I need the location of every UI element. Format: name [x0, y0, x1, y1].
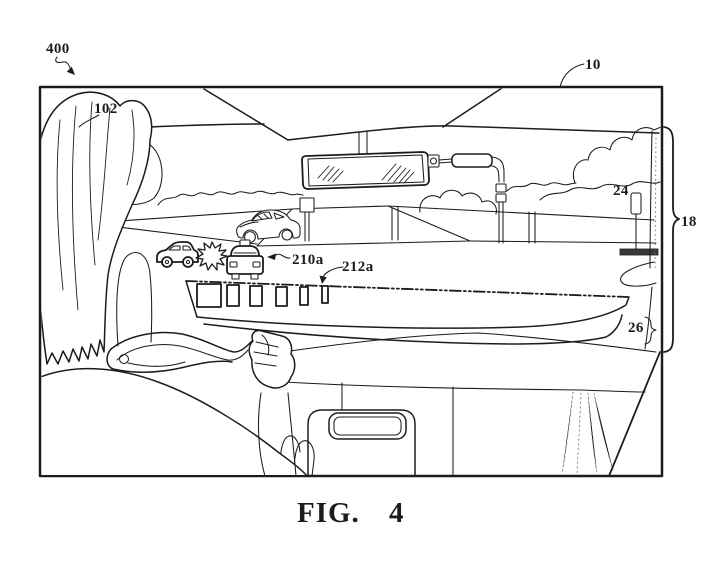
camera-housing — [451, 153, 493, 168]
signal-base — [619, 248, 659, 256]
reference-annotations: 400 10 102 24 18 26 210a 212a — [46, 41, 697, 353]
road-sign — [299, 197, 315, 242]
hud-segment-bar — [196, 283, 329, 308]
treeline-mid — [419, 189, 497, 215]
caption-number: 4 — [389, 497, 405, 529]
road — [109, 205, 657, 247]
seat-headrest-pad — [328, 412, 407, 440]
steering-wheel — [106, 331, 254, 373]
scene — [41, 88, 661, 475]
vehicle-icon — [156, 241, 199, 268]
ref-label-10: 10 — [585, 57, 601, 73]
bar-segment — [275, 286, 288, 307]
pole-joint — [495, 193, 507, 203]
passenger-seat — [307, 409, 416, 475]
arrowhead-212a — [319, 275, 327, 284]
taxi-icon — [226, 239, 264, 280]
pole-joint — [495, 183, 507, 193]
treeline-left — [157, 190, 304, 206]
arrowhead-400 — [66, 66, 75, 75]
hud-alert-icons — [156, 239, 264, 280]
camera-lens-icon — [429, 157, 438, 165]
leader-10 — [559, 63, 585, 88]
mirror-camera-bracket — [427, 154, 440, 168]
driver-hand — [248, 329, 297, 475]
driver-forearm — [257, 392, 266, 475]
leader-210a — [273, 253, 291, 259]
ref-label-212a: 212a — [342, 259, 374, 275]
bar-segment — [249, 285, 263, 307]
wheel-hub — [118, 353, 130, 365]
a-pillar — [561, 130, 661, 475]
driver-forearm — [287, 392, 297, 475]
other-vehicle — [236, 209, 301, 243]
taxi-headlight — [229, 261, 238, 268]
signal-head — [630, 192, 642, 215]
mirror-camera-module — [438, 153, 507, 244]
tall-trees-right — [572, 126, 661, 184]
arrowhead-210a — [267, 253, 276, 260]
ref-label-24: 24 — [613, 183, 629, 199]
mirror-glare-hatching — [317, 163, 415, 184]
caption-prefix: FIG. — [297, 497, 360, 529]
vent-lines — [561, 391, 614, 475]
leader-400 — [55, 56, 72, 71]
canopy-right-lower — [539, 181, 661, 201]
center-console — [279, 382, 454, 475]
brace-18 — [663, 126, 680, 353]
bar-segment — [321, 285, 329, 304]
bar-segment — [299, 286, 309, 306]
brace-26 — [644, 316, 657, 345]
driver-seat-edge — [116, 252, 153, 347]
ref-label-210a: 210a — [292, 252, 324, 268]
bar-segment — [226, 284, 240, 307]
taxi-headlight — [252, 261, 261, 268]
ref-label-102: 102 — [94, 101, 118, 117]
dashboard — [185, 280, 657, 393]
driver-figure — [41, 91, 308, 475]
taxi-wheel — [250, 273, 259, 280]
ref-label-26: 26 — [628, 320, 644, 336]
leader-102 — [78, 114, 100, 128]
ref-label-400: 400 — [46, 41, 70, 57]
driver-hair — [41, 91, 153, 365]
treeline-right — [506, 182, 577, 192]
figure-caption: FIG. 4 — [297, 497, 405, 529]
hud-boundary-phantom-line — [185, 280, 629, 298]
leader-212a — [322, 266, 344, 278]
rearview-mirror — [301, 131, 440, 190]
door-handle-hook — [620, 261, 657, 287]
taxi-wheel — [231, 273, 240, 280]
traffic-signal — [619, 192, 659, 256]
bar-segment — [196, 283, 222, 308]
collision-burst-icon — [195, 241, 228, 271]
pillar-diagonal — [608, 351, 661, 475]
figure-frame — [38, 85, 664, 478]
ref-label-18: 18 — [681, 214, 697, 230]
